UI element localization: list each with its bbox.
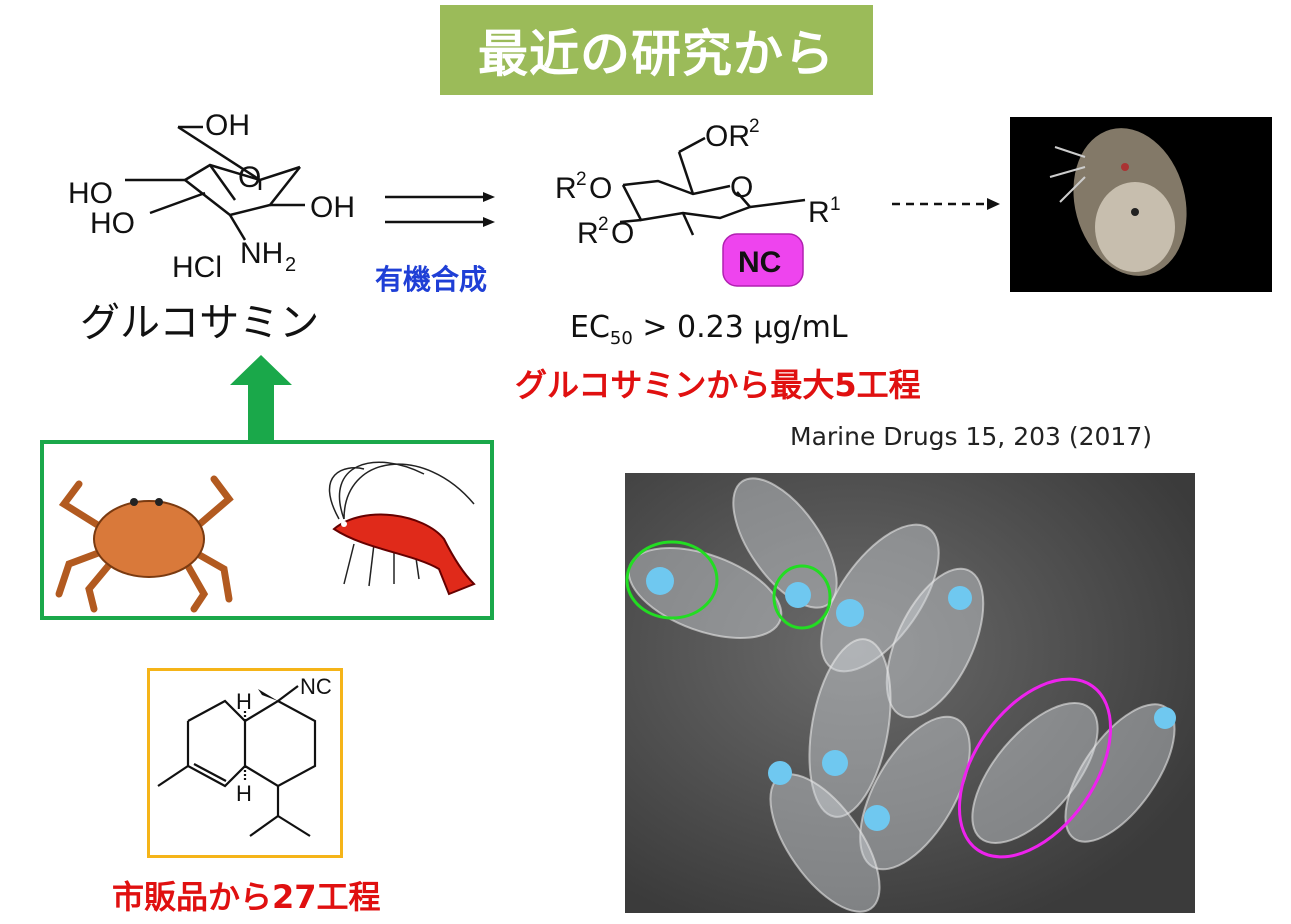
atom-or: OR [705, 120, 750, 153]
atom-hcl: HCl [172, 251, 222, 284]
atom-o: O [730, 171, 753, 204]
glucosamine-label: グルコサミン [80, 300, 320, 346]
up-arrow [230, 355, 292, 442]
atom-ho: HO [68, 177, 113, 210]
atom-r: R [577, 217, 599, 250]
atom-superscript: 2 [598, 214, 609, 235]
atom-subscript: 2 [285, 254, 296, 276]
larvae-microscope-photo [625, 473, 1195, 913]
ec50-number: > 0.23 μg/mL [632, 310, 848, 345]
atom-nc: NC [300, 674, 332, 699]
atom-h: H [236, 781, 252, 806]
shrimp-icon [328, 461, 476, 596]
atom-oh: OH [310, 191, 355, 224]
nc-highlight-pill [722, 233, 804, 287]
atom-h: H [236, 689, 252, 714]
atom-ho: HO [90, 207, 135, 240]
citation: Marine Drugs 15, 203 (2017) [790, 422, 1152, 451]
atom-superscript: 1 [830, 194, 841, 215]
atom-oh: OH [205, 109, 250, 142]
crab-icon [55, 475, 234, 613]
reaction-arrows [385, 192, 495, 227]
atom-superscript: 2 [576, 169, 587, 190]
isocyanide-product-structure: OR 2 R 2 O R 2 O O R 1 NC [555, 116, 841, 287]
synthesis-label: 有機合成 [375, 263, 488, 296]
green-highlight-circle [625, 540, 719, 620]
isocyanoterpene-structure: NC H H [157, 674, 332, 837]
steps-note-glucosamine: グルコサミンから最大5工程 [515, 366, 921, 404]
atom-o: O [589, 172, 612, 205]
ec50-label: EC [570, 310, 610, 345]
atom-nh: NH [240, 237, 283, 270]
green-highlight-circle [772, 564, 832, 630]
atom-r: R [555, 172, 577, 205]
crustacean-source-box [40, 440, 494, 620]
ec50-value: EC50 > 0.23 μg/mL [570, 310, 848, 349]
ec50-subscript: 50 [609, 328, 633, 349]
glucosamine-structure: OH HO HO O OH NH 2 HCl [68, 109, 355, 284]
atom-r1: R [808, 196, 830, 229]
larva-image [1049, 128, 1187, 276]
natural-product-box: NC H H [147, 668, 343, 858]
magenta-highlight-ellipse [957, 677, 1113, 859]
atom-nc: NC [738, 246, 781, 279]
atom-o: O [238, 161, 261, 194]
dashed-arrow [892, 198, 1000, 210]
atom-superscript: 2 [749, 116, 760, 137]
steps-note-commercial: 市販品から27工程 [112, 878, 381, 916]
organism-photo [1010, 117, 1272, 292]
slide-title: 最近の研究から [440, 5, 873, 95]
atom-o: O [611, 217, 634, 250]
larvae-image [625, 477, 1176, 913]
crab-shrimp-illustration [55, 461, 476, 613]
